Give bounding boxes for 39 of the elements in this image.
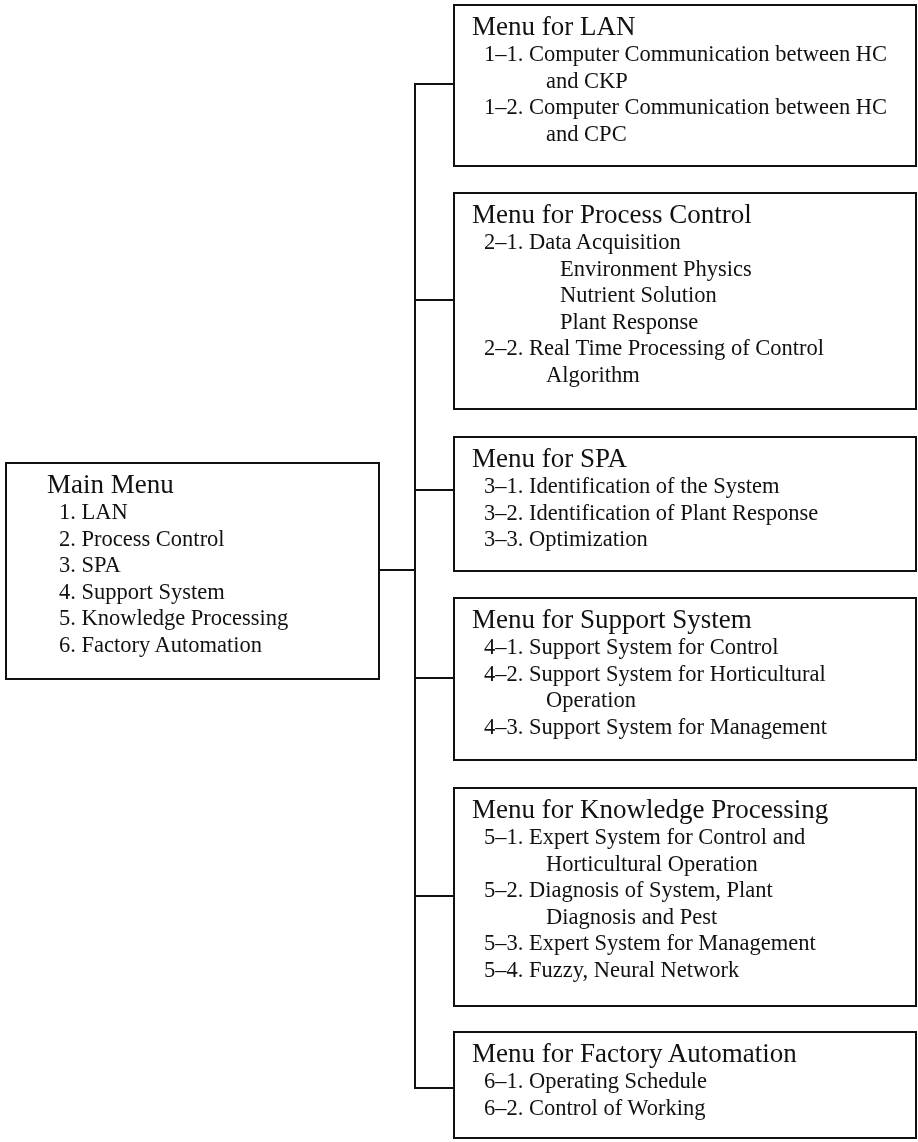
menu-item: 4–1. Support System for Control <box>483 634 780 661</box>
menu-box <box>453 192 917 410</box>
menu-box <box>5 462 380 680</box>
menu-item: 2. Process Control <box>58 525 226 552</box>
menu-item: 5–1. Expert System for Control and Horticultural Operation <box>483 824 807 877</box>
menu-item: 2–2. Real Time Processing of Control Algorithm <box>483 335 825 388</box>
menu-item: 3–2. Identification of Plant Response <box>483 499 820 526</box>
menu-title: Menu for Knowledge Processing <box>472 794 830 824</box>
menu-item: Nutrient Solution <box>559 282 718 309</box>
menu-title: Menu for LAN <box>472 11 637 41</box>
menu-item: 3. SPA <box>58 552 122 579</box>
menu-title: Main Menu <box>47 469 175 499</box>
menu-item: Plant Response <box>559 308 700 335</box>
menu-item: 6. Factory Automation <box>58 631 264 658</box>
menu-item: 3–1. Identification of the System <box>483 473 781 500</box>
menu-item: 4. Support System <box>58 578 226 605</box>
menu-item: 5. Knowledge Processing <box>58 605 290 632</box>
menu-item: 5–4. Fuzzy, Neural Network <box>483 956 741 983</box>
menu-box <box>453 1031 917 1139</box>
menu-item: 3–3. Optimization <box>483 526 649 553</box>
menu-box <box>453 4 917 167</box>
menu-box <box>453 597 917 761</box>
menu-title: Menu for SPA <box>472 443 629 473</box>
menu-item: 5–2. Diagnosis of System, Plant Diagnosis and Pest <box>483 877 774 930</box>
menu-item: 1–2. Computer Communication between HC and CPC <box>483 94 889 147</box>
menu-title: Menu for Support System <box>472 604 753 634</box>
menu-item: 1. LAN <box>58 499 129 526</box>
menu-item: 2–1. Data Acquisition <box>483 229 682 256</box>
menu-item: 6–1. Operating Schedule <box>483 1068 709 1095</box>
menu-item: 1–1. Computer Communication between HC and CKP <box>483 41 889 94</box>
menu-box <box>453 436 917 572</box>
menu-title: Menu for Process Control <box>472 199 753 229</box>
menu-item: 5–3. Expert System for Management <box>483 930 817 957</box>
menu-item: 6–2. Control of Working <box>483 1094 707 1121</box>
menu-item: Environment Physics <box>559 255 753 282</box>
menu-item: 4–2. Support System for Horticultural Operation <box>483 660 827 714</box>
menu-title: Menu for Factory Automation <box>472 1038 798 1068</box>
menu-box <box>453 787 917 1007</box>
menu-item: 4–3. Support System for Management <box>483 713 829 740</box>
